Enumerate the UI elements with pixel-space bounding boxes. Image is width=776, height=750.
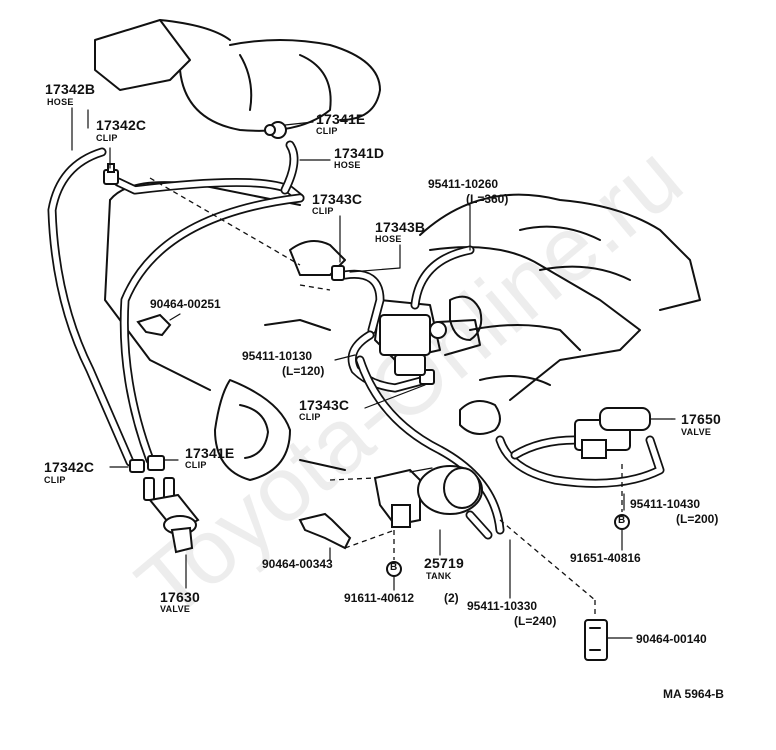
hose-17341d bbox=[280, 140, 299, 195]
hose-95411-10260 bbox=[410, 245, 475, 310]
diagram-code: MA 5964-B bbox=[663, 687, 724, 701]
label-17343c-top-name: CLIP bbox=[312, 206, 334, 216]
label-17650-name: VALVE bbox=[681, 427, 712, 437]
hose-95411-10430 bbox=[495, 435, 665, 488]
label-90464-00343-number: 90464-00343 bbox=[262, 557, 333, 571]
bolt-marker-letter-2: B bbox=[618, 515, 626, 526]
bracket-90464-00140 bbox=[584, 619, 608, 661]
label-91611-40612-qty: (2) bbox=[444, 591, 459, 605]
tank-25719 bbox=[373, 465, 483, 528]
clip-17341e-top bbox=[264, 121, 287, 139]
label-17343c-bottom-name: CLIP bbox=[299, 412, 321, 422]
label-17341e-top-number: 17341E bbox=[316, 111, 366, 127]
clip-17342c-top bbox=[103, 163, 119, 185]
label-17343b-number: 17343B bbox=[375, 219, 426, 235]
bracket-90464-00343 bbox=[298, 512, 352, 550]
label-17342b-number: 17342B bbox=[45, 81, 96, 97]
bolt-marker-letter-1: B bbox=[390, 562, 398, 573]
label-17341d-number: 17341D bbox=[334, 145, 385, 161]
label-17342c-top-name: CLIP bbox=[96, 133, 118, 143]
label-17342c-bottom-name: CLIP bbox=[44, 475, 66, 485]
hose-17343b bbox=[340, 269, 385, 335]
label-17343b-name: HOSE bbox=[375, 234, 402, 244]
label-17341d-name: HOSE bbox=[334, 160, 361, 170]
label-95411-10330-length: (L=240) bbox=[514, 614, 557, 628]
label-17341e-bottom-name: CLIP bbox=[185, 460, 207, 470]
label-91611-40612-number: 91611-40612 bbox=[344, 591, 415, 605]
hose-95411-10330 bbox=[355, 355, 505, 540]
label-17343c-bottom-number: 17343C bbox=[299, 397, 350, 413]
bolt-marker-91651 bbox=[614, 514, 630, 530]
label-91651-40816-number: 91651-40816 bbox=[570, 551, 641, 565]
valve-17630 bbox=[143, 477, 200, 554]
label-17341e-top-name: CLIP bbox=[316, 126, 338, 136]
label-95411-10260-length: (L=360) bbox=[466, 192, 509, 206]
label-17630-name: VALVE bbox=[160, 604, 191, 614]
engine-outline bbox=[94, 19, 701, 481]
label-17342c-bottom-number: 17342C bbox=[44, 459, 95, 475]
label-95411-10430-length: (L=200) bbox=[676, 512, 719, 526]
clip-17343c-top bbox=[331, 265, 345, 281]
label-17342c-top-number: 17342C bbox=[96, 117, 147, 133]
bolt-marker-91611 bbox=[386, 561, 402, 577]
label-17650-number: 17650 bbox=[681, 411, 721, 427]
leader-lines bbox=[71, 107, 676, 639]
guide-lines bbox=[149, 177, 623, 618]
label-17630-number: 17630 bbox=[160, 589, 200, 605]
label-95411-10430-number: 95411-10430 bbox=[630, 497, 701, 511]
label-95411-10130-number: 95411-10130 bbox=[242, 349, 313, 363]
label-90464-00140-number: 90464-00140 bbox=[636, 632, 707, 646]
valve-17650 bbox=[574, 407, 673, 459]
vsv-center bbox=[379, 314, 481, 376]
hose-17342b bbox=[47, 147, 305, 467]
clip-17342c-bottom bbox=[129, 459, 145, 473]
label-90464-00251-number: 90464-00251 bbox=[150, 297, 221, 311]
hose-95411-10130 bbox=[347, 330, 430, 393]
label-95411-10260-number: 95411-10260 bbox=[428, 177, 499, 191]
clip-17341e-bottom bbox=[147, 455, 165, 471]
label-25719-number: 25719 bbox=[424, 555, 464, 571]
label-17342b-name: HOSE bbox=[47, 97, 74, 107]
label-17341e-bottom-number: 17341E bbox=[185, 445, 235, 461]
label-25719-name: TANK bbox=[426, 571, 452, 581]
bracket-90464-00251 bbox=[136, 313, 172, 337]
label-95411-10330-number: 95411-10330 bbox=[467, 599, 538, 613]
label-95411-10130-length: (L=120) bbox=[282, 364, 325, 378]
label-17343c-top-number: 17343C bbox=[312, 191, 363, 207]
